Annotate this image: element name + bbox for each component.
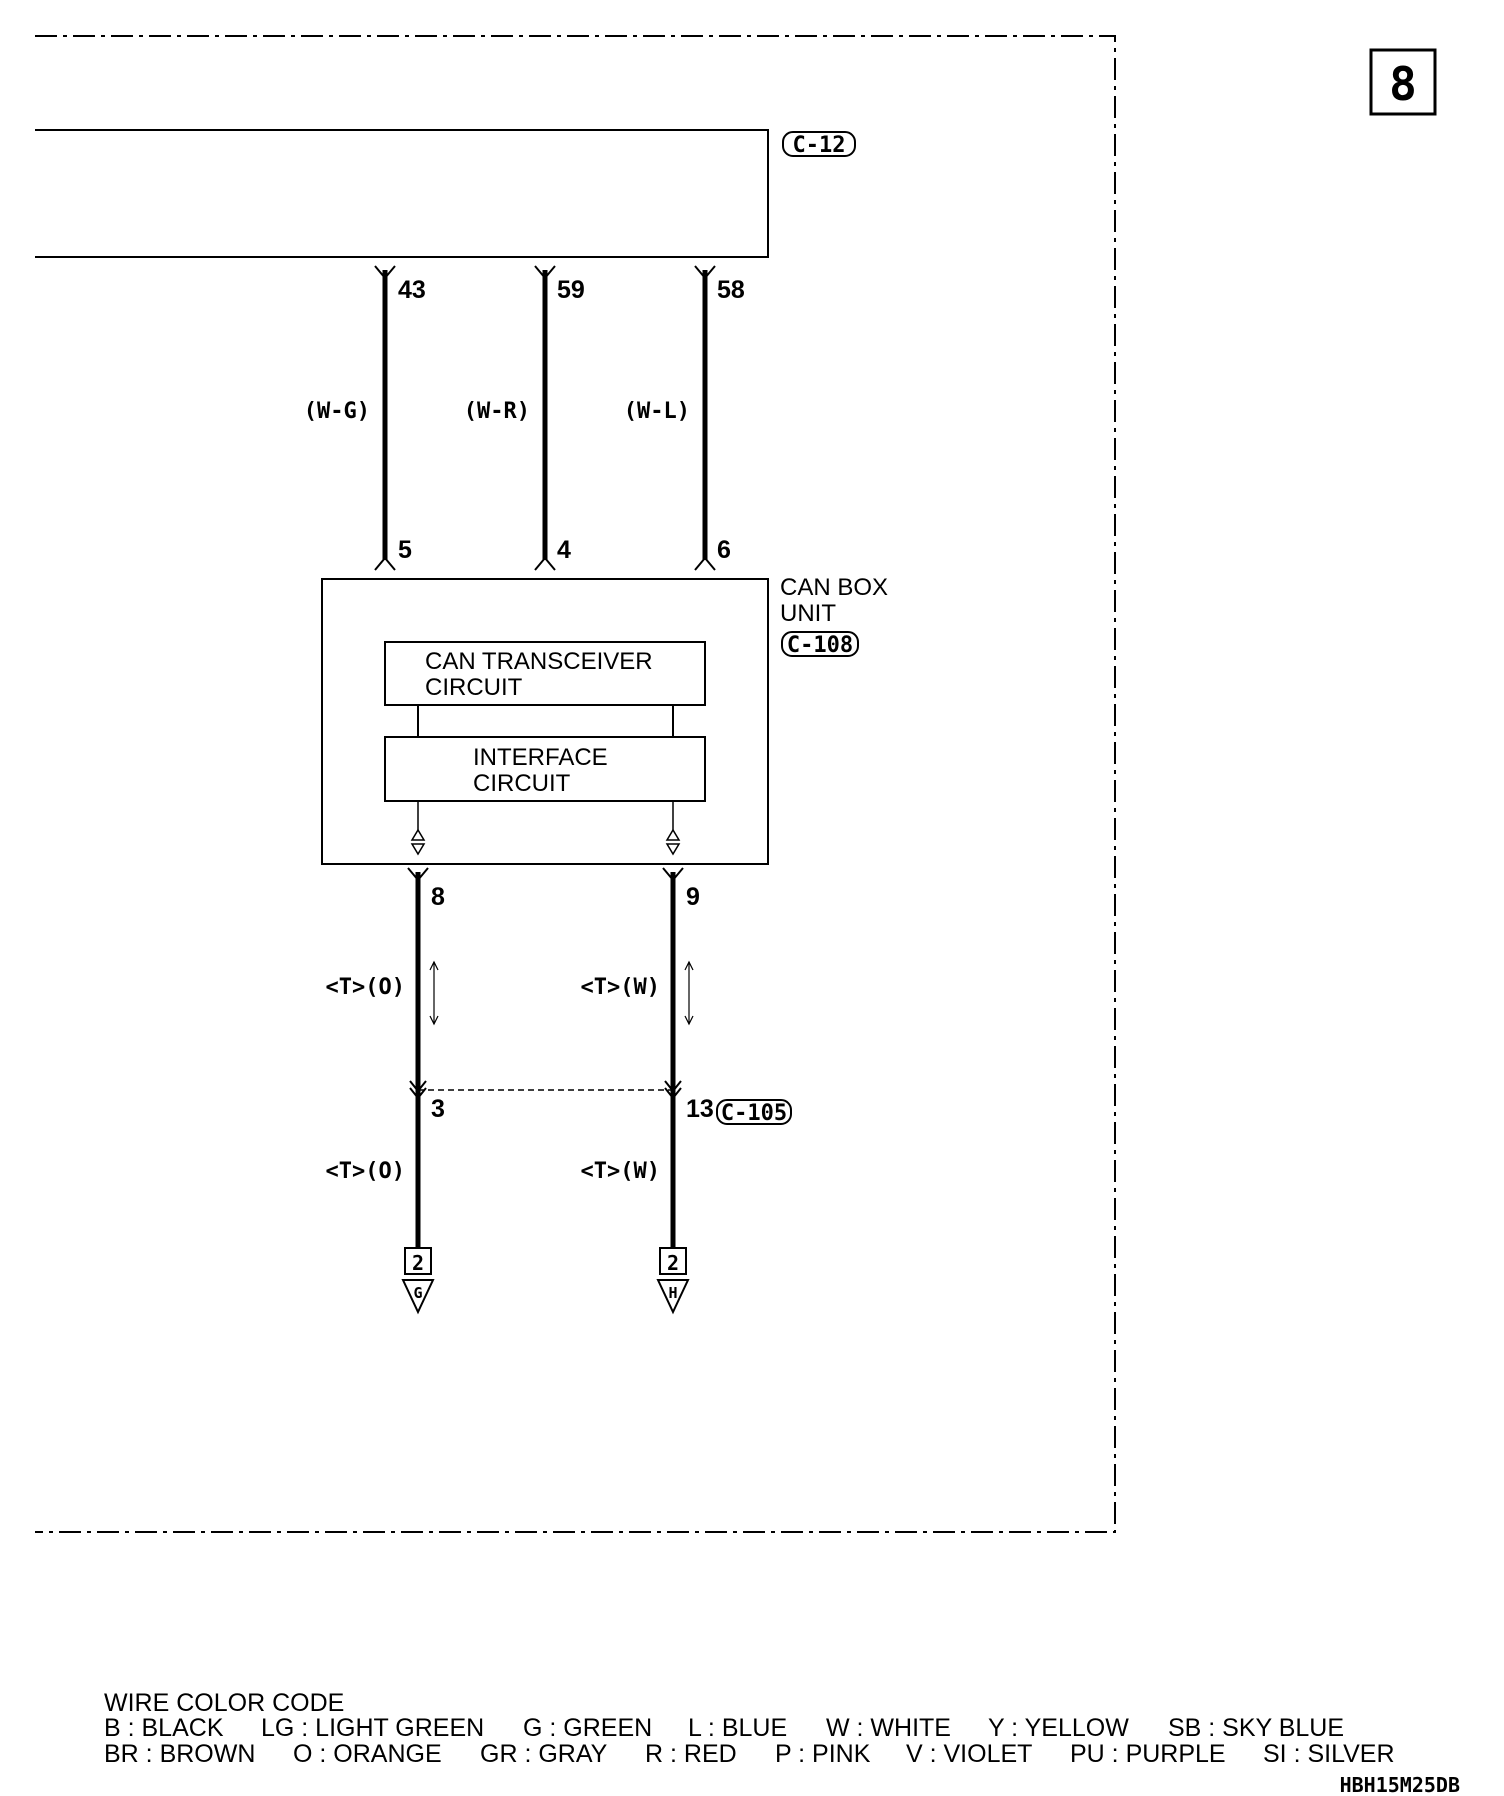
wire-color-upper-right: <T>(W) (581, 975, 660, 1000)
pin-5: 5 (398, 536, 412, 564)
bidirectional-symbol-right (665, 801, 681, 856)
connector-c12: C-12 (793, 133, 846, 158)
pin-13: 13 (686, 1095, 714, 1123)
legend-sb: SB : SKY BLUE (1168, 1714, 1344, 1742)
can-box-label-line1: CAN BOX (780, 574, 888, 601)
continuation-ref-g (401, 1247, 435, 1315)
legend-r: R : RED (645, 1740, 737, 1768)
connector-c108-box (781, 631, 859, 657)
legend-lg: LG : LIGHT GREEN (261, 1714, 484, 1742)
ref-num-left: 2 (412, 1251, 424, 1275)
wire-color-w-r: (W-R) (464, 399, 530, 424)
page-number: 8 (1389, 57, 1417, 111)
page-number-box (1369, 48, 1437, 116)
legend-si: SI : SILVER (1263, 1740, 1395, 1768)
legend-y: Y : YELLOW (988, 1714, 1129, 1742)
continuation-ref-h (656, 1247, 690, 1315)
legend-gr: GR : GRAY (480, 1740, 608, 1768)
legend-o: O : ORANGE (293, 1740, 442, 1768)
pin-3: 3 (431, 1095, 445, 1123)
legend-p: P : PINK (775, 1740, 871, 1768)
wire-color-upper-left: <T>(O) (326, 975, 405, 1000)
legend-w: W : WHITE (826, 1714, 951, 1742)
wire-color-lower-right: <T>(W) (581, 1159, 660, 1184)
legend-title: WIRE COLOR CODE (104, 1689, 344, 1717)
can-box-unit (321, 578, 769, 865)
pin-43: 43 (398, 276, 426, 304)
legend-l: L : BLUE (688, 1714, 787, 1742)
wire-w-g (374, 265, 396, 571)
wire-can-high (662, 867, 684, 1248)
wire-w-r (534, 265, 556, 571)
ref-letter-h: H (668, 1284, 677, 1302)
legend-v: V : VIOLET (906, 1740, 1032, 1768)
legend-b: B : BLACK (104, 1714, 224, 1742)
wire-color-w-g: (W-G) (304, 399, 370, 424)
legend-br: BR : BROWN (104, 1740, 255, 1768)
transceiver-label-line2: CIRCUIT (425, 674, 523, 701)
pin-58: 58 (717, 276, 745, 304)
interface-label-line1: INTERFACE (473, 744, 608, 771)
wire-can-low (407, 867, 429, 1248)
diagram-code: HBH15M25DB (1340, 1773, 1460, 1796)
signal-arrow-right (684, 960, 694, 1026)
pin-59: 59 (557, 276, 585, 304)
ecu-box (35, 129, 769, 258)
connector-c12-box (782, 131, 856, 157)
connector-c105: C-105 (721, 1101, 787, 1126)
wire-color-w-l: (W-L) (624, 399, 690, 424)
can-box-label-line2: UNIT (780, 600, 836, 627)
wire-w-l (694, 265, 716, 571)
wire-color-lower-left: <T>(O) (326, 1159, 405, 1184)
connector-c105-box (716, 1099, 792, 1125)
pin-9: 9 (686, 883, 700, 911)
legend-pu: PU : PURPLE (1070, 1740, 1226, 1768)
diagram-border (35, 35, 1116, 1533)
interface-circuit (384, 736, 706, 802)
pin-6: 6 (717, 536, 731, 564)
legend-g: G : GREEN (523, 1714, 652, 1742)
connector-c108: C-108 (787, 633, 853, 658)
pin-4: 4 (557, 536, 571, 564)
ref-num-right: 2 (667, 1251, 679, 1275)
bidirectional-symbol-left (410, 801, 426, 856)
interface-label-line2: CIRCUIT (473, 770, 571, 797)
transceiver-label-line1: CAN TRANSCEIVER (425, 648, 653, 675)
signal-arrow-left (429, 960, 439, 1026)
can-transceiver-circuit (384, 641, 706, 706)
ref-letter-g: G (413, 1284, 422, 1302)
pin-8: 8 (431, 883, 445, 911)
